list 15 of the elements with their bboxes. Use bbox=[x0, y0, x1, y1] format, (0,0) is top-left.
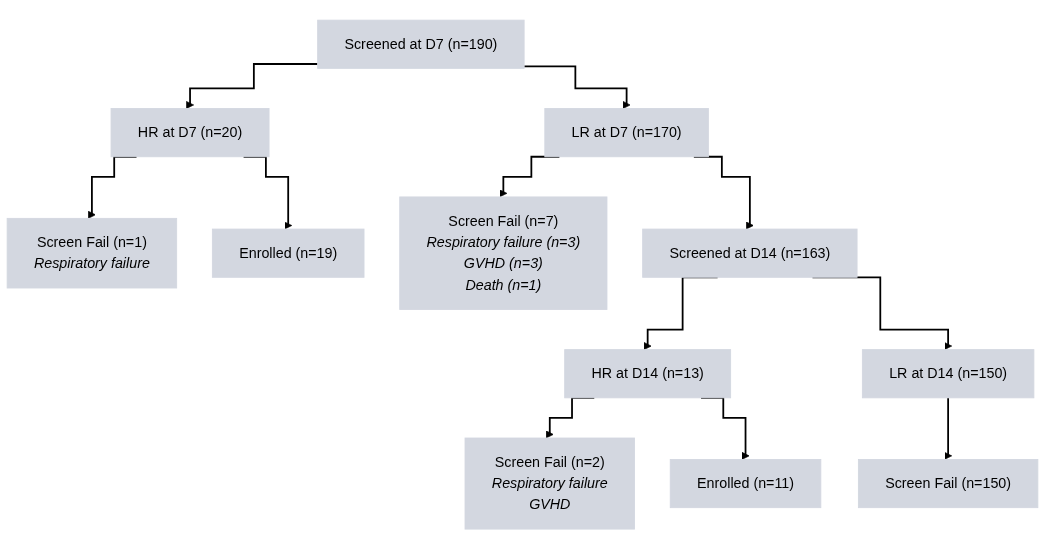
arrow bbox=[186, 63, 319, 110]
node-box: Enrolled (n=11) bbox=[669, 459, 822, 509]
node-box: Screen Fail (n=150) bbox=[857, 459, 1039, 509]
node-box: Screened at D7 (n=190) bbox=[317, 20, 525, 70]
arrow bbox=[944, 397, 953, 461]
node-box: HR at D7 (n=20) bbox=[110, 108, 270, 158]
node-box: Screen Fail (n=2) Respiratory failure GVHD bbox=[464, 437, 635, 530]
node-box: Screen Fail (n=7) Respiratory failure (n=3) GVHD (n=3) Death (n=1) bbox=[399, 196, 608, 311]
node-box: Screened at D14 (n=163) bbox=[642, 229, 858, 279]
arrow bbox=[523, 65, 631, 110]
node-box: HR at D14 (n=13) bbox=[564, 349, 732, 399]
node-box: Enrolled (n=19) bbox=[211, 229, 365, 279]
node-box: LR at D7 (n=170) bbox=[544, 108, 709, 158]
node-box: LR at D14 (n=150) bbox=[861, 349, 1035, 399]
node-box: Screen Fail (n=1) Respiratory failure bbox=[6, 218, 178, 289]
